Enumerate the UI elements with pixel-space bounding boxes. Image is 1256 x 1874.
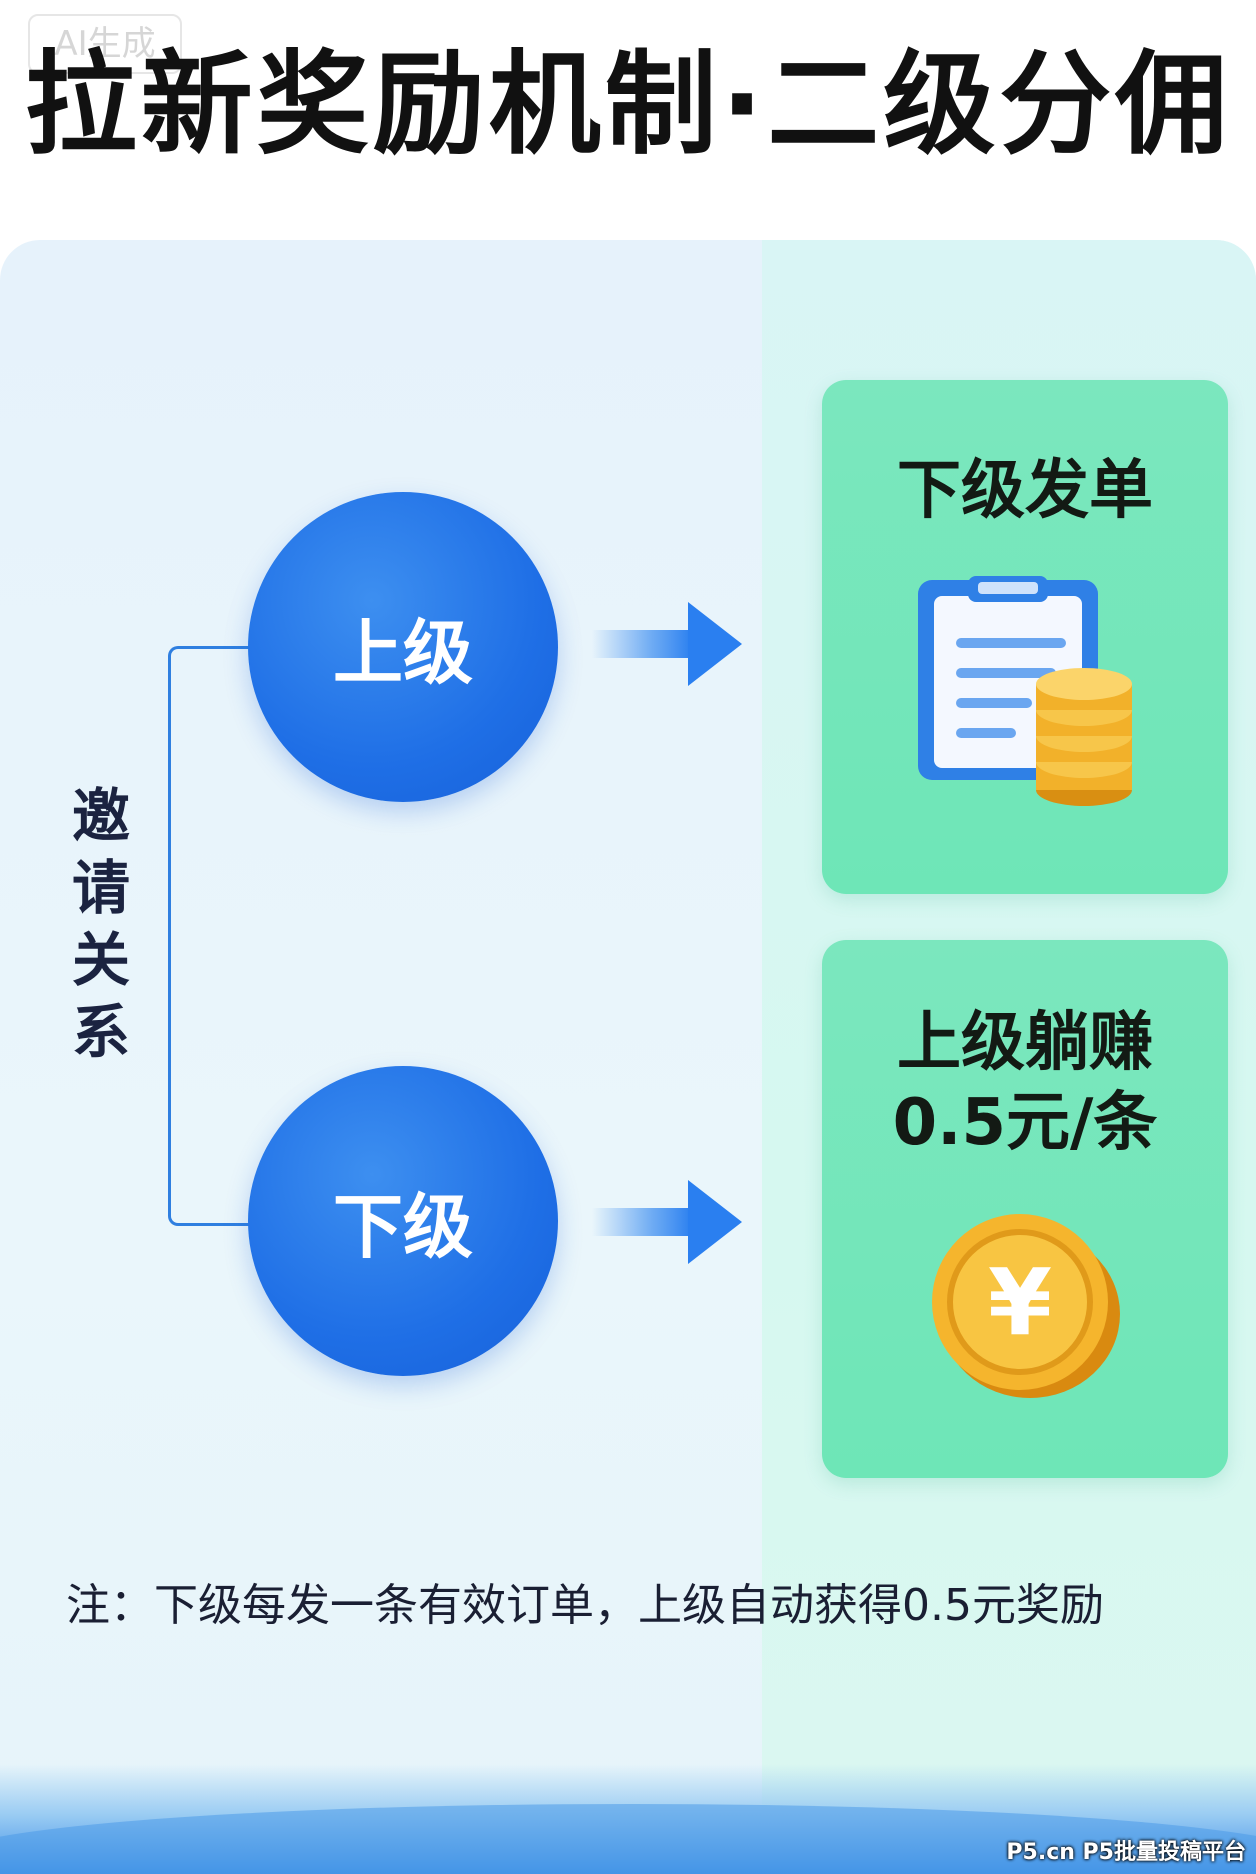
page-title: 拉新奖励机制·二级分佣 — [24, 40, 1232, 170]
upper-earn-title: 上级躺赚 — [897, 1006, 1153, 1080]
clipboard-with-coins-icon — [918, 576, 1132, 806]
yuan-coin-icon: ¥ — [932, 1214, 1120, 1398]
bottom-wave-accent — [0, 1804, 1256, 1874]
lower-order-card: 下级发单 — [822, 380, 1228, 894]
lower-level-node: 下级 — [248, 1066, 558, 1376]
platform-watermark: P5.cn P5批量投稿平台 — [1006, 1840, 1246, 1865]
ai-generated-watermark: AI生成 — [28, 14, 182, 74]
upper-level-label: 上级 — [333, 611, 473, 694]
footnote: 注：下级每发一条有效订单，上级自动获得0.5元奖励 — [66, 1580, 1104, 1631]
upper-earn-card: 上级躺赚 0.5元/条 ¥ — [822, 940, 1228, 1478]
arrow-right-icon — [592, 1180, 742, 1264]
lower-order-title: 下级发单 — [897, 454, 1153, 528]
arrow-right-icon — [592, 602, 742, 686]
upper-level-node: 上级 — [248, 492, 558, 802]
lower-level-label: 下级 — [333, 1185, 473, 1268]
upper-earn-amount: 0.5元/条 — [892, 1086, 1158, 1160]
relationship-bracket — [168, 646, 261, 1226]
invite-relationship-label: 邀请关系 — [71, 782, 130, 1066]
svg-text:¥: ¥ — [988, 1249, 1052, 1356]
